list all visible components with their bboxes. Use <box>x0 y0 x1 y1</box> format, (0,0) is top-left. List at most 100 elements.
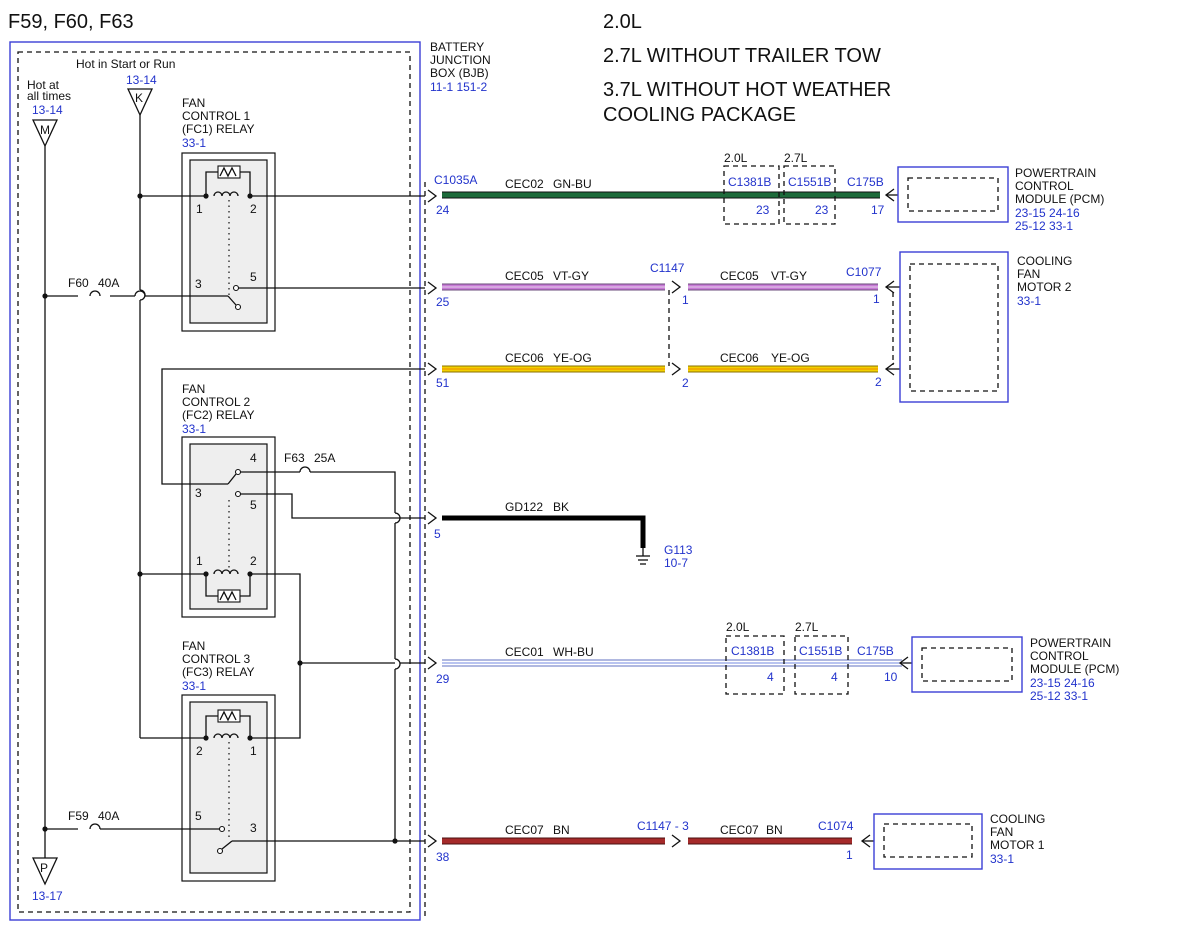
cec06-right-circuit: CEC06 <box>720 351 759 365</box>
c1077-pin-1: 1 <box>873 292 880 306</box>
engine-line-1: 2.0L <box>603 11 642 33</box>
c1074-pin-1: 1 <box>846 848 853 862</box>
c1035a-label: C1035A <box>434 173 477 187</box>
pcm-bottom-ref-1: 23-15 24-16 <box>1030 676 1095 690</box>
fan2-ref: 33-1 <box>1017 294 1041 308</box>
fan2-label-1: COOLING <box>1017 254 1072 268</box>
m-ref: 13-14 <box>32 103 63 117</box>
bjb-pin-5-arrow <box>427 511 438 525</box>
c1551b-top: C1551B <box>788 175 831 189</box>
gd122-circuit: GD122 <box>505 500 543 514</box>
fan1-label-2: FAN <box>990 825 1013 839</box>
fc3-coil-icon <box>213 733 239 739</box>
p-ref: 13-17 <box>32 889 63 903</box>
f63-name: F63 <box>284 451 305 465</box>
fc2-label-1: FAN <box>182 382 205 396</box>
c1147-label: C1147 <box>650 261 685 275</box>
pcm-bottom-module <box>911 636 1023 693</box>
cec07-color: BN <box>553 823 570 837</box>
k-ref: 13-14 <box>126 73 157 87</box>
bjb-pin-29-arrow <box>427 656 438 670</box>
fc1-pin-5: 5 <box>250 270 257 284</box>
c1147-3-label: C1147 - 3 <box>637 819 689 833</box>
pcm-bottom-label-2: CONTROL <box>1030 649 1089 663</box>
f60-rating: 40A <box>98 276 119 290</box>
cec07-circuit: CEC07 <box>505 823 544 837</box>
bjb-pin-38: 38 <box>436 850 450 864</box>
hot-start-run-label: Hot in Start or Run <box>76 57 175 71</box>
bjb-pin-25: 25 <box>436 295 450 309</box>
bjb-pin-29: 29 <box>436 672 450 686</box>
cec05-right-color: VT-GY <box>771 269 807 283</box>
f59-fuse-icon <box>89 823 101 830</box>
c1551b-bottom-box <box>794 635 849 695</box>
fc1-pin-2: 2 <box>250 202 257 216</box>
fc2-pin-4: 4 <box>250 451 257 465</box>
fc3-ref: 33-1 <box>182 679 206 693</box>
fuses-title: F59, F60, F63 <box>8 11 134 33</box>
cec02-circuit: CEC02 <box>505 177 544 191</box>
cec01-color: WH-BU <box>553 645 594 659</box>
bjb-pin-51-arrow <box>427 362 438 376</box>
fc3-label-2: CONTROL 3 <box>182 652 251 666</box>
fc2-pin-1: 1 <box>196 554 203 568</box>
fan2-label-3: MOTOR 2 <box>1017 280 1072 294</box>
c1147-pin-1: 1 <box>682 293 689 307</box>
f60-name: F60 <box>68 276 89 290</box>
pcm-bottom-label-3: MODULE (PCM) <box>1030 662 1119 676</box>
cec06-circuit: CEC06 <box>505 351 544 365</box>
pcm-top-label-2: CONTROL <box>1015 179 1074 193</box>
fc1-label-2: CONTROL 1 <box>182 109 251 123</box>
pcm-top-label-3: MODULE (PCM) <box>1015 192 1104 206</box>
gd122-color: BK <box>553 500 569 514</box>
ground-icon <box>636 548 650 565</box>
f63-rating: 25A <box>314 451 335 465</box>
bjb-outer-border <box>9 41 421 921</box>
fan1-label-3: MOTOR 1 <box>990 838 1045 852</box>
bjb-ref: 11-1 151-2 <box>430 80 487 94</box>
bjb-inner-region <box>17 51 411 913</box>
fc2-label-3: (FC2) RELAY <box>182 408 254 422</box>
pcm-top-tag-20: 2.0L <box>724 151 748 165</box>
engine-line-4: COOLING PACKAGE <box>603 104 796 126</box>
f63-fuse-icon <box>299 466 311 473</box>
f60-fuse-icon <box>89 290 101 297</box>
fc1-label-1: FAN <box>182 96 205 110</box>
pcm-top-ref-1: 23-15 24-16 <box>1015 206 1080 220</box>
bjb-pin-25-arrow <box>427 281 438 295</box>
c1551b-bottom-pin: 4 <box>831 670 838 684</box>
c175b-top-pin: 17 <box>871 203 885 217</box>
hot-all-times-2: all times <box>27 89 71 103</box>
pcm-bottom-label-1: POWERTRAIN <box>1030 636 1111 650</box>
fan2-label-2: FAN <box>1017 267 1040 281</box>
fc3-pin-5: 5 <box>195 809 202 823</box>
fan1-label-1: COOLING <box>990 812 1045 826</box>
c175b-bottom: C175B <box>857 644 894 658</box>
fan1-module <box>873 813 983 870</box>
engine-line-3: 3.7L WITHOUT HOT WEATHER <box>603 79 891 101</box>
fc3-pin-1: 1 <box>250 744 257 758</box>
m-letter: M <box>40 123 50 137</box>
cec07-right-circuit: CEC07 <box>720 823 759 837</box>
bjb-pin-24: 24 <box>436 203 450 217</box>
fc3-label-1: FAN <box>182 639 205 653</box>
c1381b-top-pin: 23 <box>756 203 770 217</box>
bjb-label-2: JUNCTION <box>430 53 491 67</box>
c1381b-bottom-box <box>725 635 785 695</box>
cec06-color: YE-OG <box>553 351 592 365</box>
c1077-pin-2: 2 <box>875 375 882 389</box>
pcm-bottom-tag-20: 2.0L <box>726 620 750 634</box>
m-terminal-icon <box>31 119 59 148</box>
cec01-circuit: CEC01 <box>505 645 544 659</box>
pcm-bottom-tag-27: 2.7L <box>795 620 819 634</box>
cec05-circuit: CEC05 <box>505 269 544 283</box>
pcm-bottom-ref-2: 25-12 33-1 <box>1030 689 1088 703</box>
f59-name: F59 <box>68 809 89 823</box>
fc1-pin-3: 3 <box>195 277 202 291</box>
c1381b-top-box <box>723 165 780 225</box>
pcm-top-ref-2: 25-12 33-1 <box>1015 219 1073 233</box>
bjb-label-3: BOX (BJB) <box>430 66 489 80</box>
fc1-label-3: (FC1) RELAY <box>182 122 254 136</box>
g113-ref: 10-7 <box>664 556 688 570</box>
